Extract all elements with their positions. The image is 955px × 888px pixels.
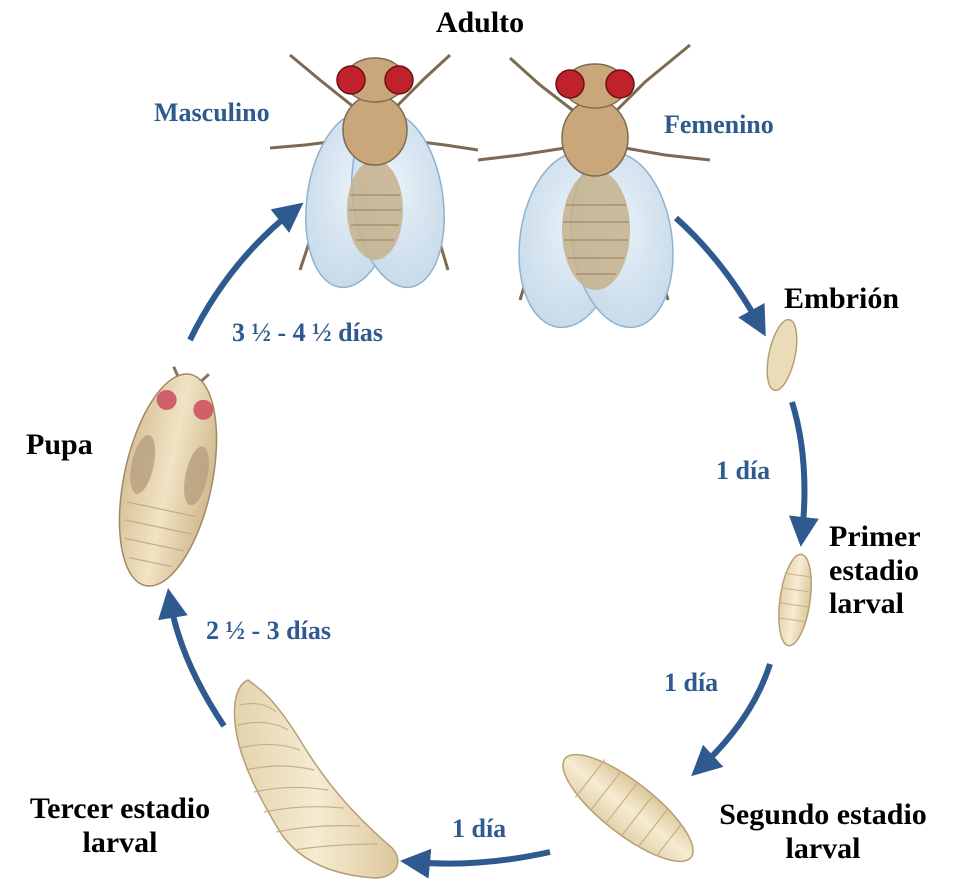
second-larval-illustration <box>549 738 707 877</box>
female-label: Femenino <box>664 110 774 139</box>
third-larval-label: Tercer estadio larval <box>4 792 236 859</box>
arrow-second-to-third-larval <box>412 852 550 864</box>
duration-embryo-to-first: 1 día <box>716 456 770 485</box>
third-larval-line-1: Tercer estadio <box>4 792 236 826</box>
embryo-illustration <box>762 317 802 393</box>
arrow-embryo-to-first-larval <box>792 402 804 535</box>
duration-pupa-to-adult: 3 ½ - 4 ½ días <box>232 318 383 347</box>
pupa-illustration <box>103 361 235 594</box>
second-larval-line-1: Segundo estadio <box>692 798 954 832</box>
male-fly-illustration <box>270 55 478 293</box>
third-larval-illustration <box>235 680 398 878</box>
arrow-adult-to-embryo <box>676 218 760 326</box>
adult-label: Adulto <box>410 6 550 40</box>
male-label: Masculino <box>154 98 270 127</box>
duration-second-to-third: 1 día <box>452 814 506 843</box>
first-larval-line-3: larval <box>829 587 921 621</box>
second-larval-label: Segundo estadio larval <box>692 798 954 865</box>
first-larval-illustration <box>774 552 817 647</box>
embryo-label: Embrión <box>784 282 899 316</box>
third-larval-line-2: larval <box>4 826 236 860</box>
first-larval-label: Primer estadio larval <box>829 520 921 621</box>
duration-third-to-pupa: 2 ½ - 3 días <box>206 616 331 645</box>
pupa-label: Pupa <box>26 428 93 462</box>
female-fly-illustration <box>478 45 710 334</box>
duration-first-to-second: 1 día <box>664 668 718 697</box>
first-larval-line-2: estadio <box>829 554 921 588</box>
second-larval-line-2: larval <box>692 832 954 866</box>
first-larval-line-1: Primer <box>829 520 921 554</box>
